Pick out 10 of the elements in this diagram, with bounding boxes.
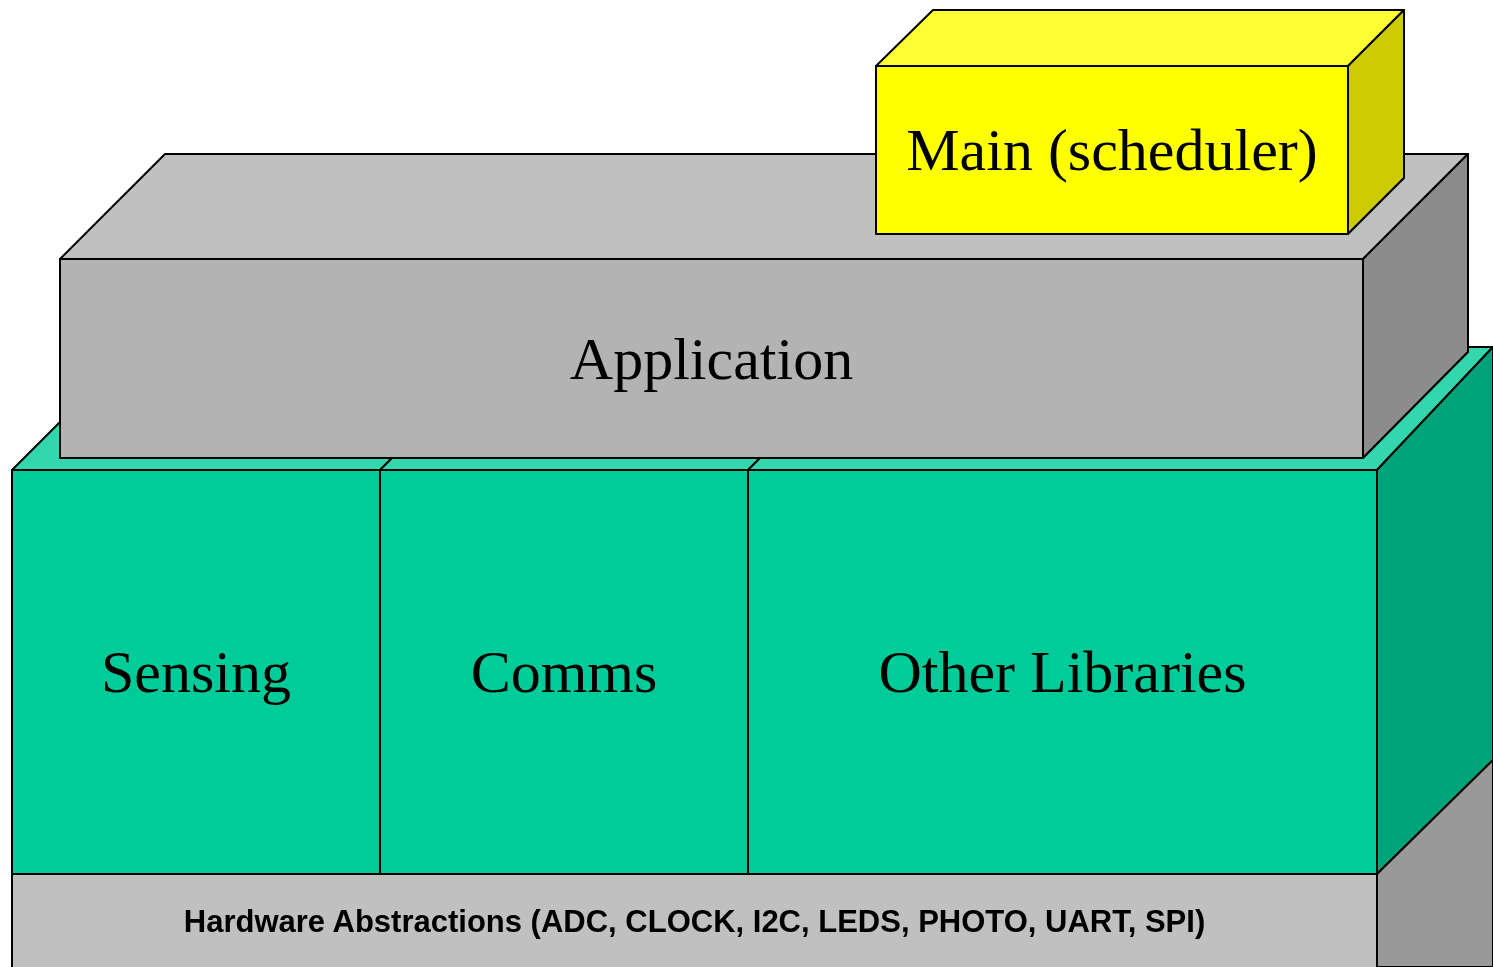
layer-block [875, 9, 1405, 235]
layer-label: Application [569, 325, 854, 392]
layer-label: Comms [470, 639, 658, 705]
layer-label: Sensing [101, 639, 291, 705]
layer-label: Other Libraries [878, 639, 1247, 705]
layer-label: Hardware Abstractions (ADC, CLOCK, I2C, LEDS, PHOTO, UART, SPI) [183, 903, 1206, 939]
layer-block [379, 457, 761, 875]
layer-label: Main (scheduler) [906, 117, 1318, 183]
layer-block [11, 759, 1493, 967]
layer-block [11, 421, 393, 875]
